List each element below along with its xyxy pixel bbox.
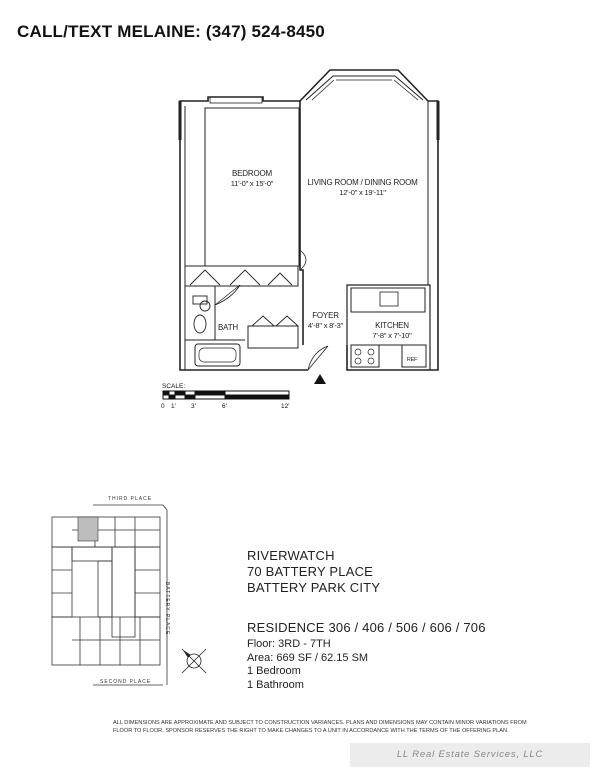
kitchen-dims: 7'-8" x 7'-10" xyxy=(372,331,412,340)
disclaimer-line-1: ALL DIMENSIONS ARE APPROXIMATE AND SUBJE… xyxy=(113,720,527,726)
building-address: 70 BATTERY PLACE xyxy=(247,564,374,579)
unit-highlight xyxy=(77,516,99,542)
unit-details: Floor: 3RD - 7TH Area: 669 SF / 62.15 SM… xyxy=(247,638,368,692)
scale-bar xyxy=(162,390,290,400)
scale-tick-6: 6' xyxy=(222,403,227,410)
building-name: RIVERWATCH xyxy=(247,548,335,563)
residence-heading: RESIDENCE 306 / 406 / 506 / 606 / 706 xyxy=(247,620,486,635)
area-detail: Area: 669 SF / 62.15 SM xyxy=(247,651,369,664)
scale-tick-1: 1' xyxy=(171,403,176,410)
ref-label: REF xyxy=(406,357,418,363)
second-place-label: SECOND PLACE xyxy=(100,679,152,685)
plan-walls xyxy=(178,69,440,371)
compass-icon xyxy=(181,648,207,674)
bathroom-count: 1 Bathroom xyxy=(247,678,304,691)
third-place-label: THIRD PLACE xyxy=(108,496,153,502)
living-room-dims: 12'-0" x 19'-11" xyxy=(339,188,386,197)
contact-heading: CALL/TEXT MELAINE: (347) 524-8450 xyxy=(17,22,325,41)
foyer-dims: 4'-8" x 8'-3" xyxy=(307,321,344,330)
building-info: RIVERWATCH 70 BATTERY PLACE BATTERY PARK… xyxy=(247,548,380,596)
floor-detail: Floor: 3RD - 7TH xyxy=(247,638,331,650)
building-area: BATTERY PARK CITY xyxy=(247,580,381,595)
foyer-label: FOYER 4'-8" x 8'-3" xyxy=(298,311,353,331)
battery-place-label: BATTERY PLACE xyxy=(164,582,170,636)
kitchen-name: KITCHEN xyxy=(375,321,409,330)
living-room-label: LIVING ROOM / DINING ROOM 12'-0" x 19'-1… xyxy=(300,178,425,198)
site-plan xyxy=(51,504,168,686)
disclaimer-line-2: FLOOR TO FLOOR. SPONSOR RESERVES THE RIG… xyxy=(113,727,509,734)
kitchen-label: KITCHEN 7'-8" x 7'-10" xyxy=(362,321,422,341)
bath-label: BATH xyxy=(218,323,238,332)
scale-tick-3: 3' xyxy=(191,403,196,410)
disclaimer: ALL DIMENSIONS ARE APPROXIMATE AND SUBJE… xyxy=(113,720,543,735)
scale-tick-12: 12' xyxy=(281,403,290,410)
foyer-name: FOYER xyxy=(312,311,339,320)
bedroom-count: 1 Bedroom xyxy=(247,665,301,677)
bedroom-dims: 11'-0" x 15'-0" xyxy=(230,179,274,188)
living-room-name: LIVING ROOM / DINING ROOM xyxy=(307,178,418,187)
scale-label: SCALE: xyxy=(162,383,186,390)
watermark: LL Real Estate Services, LLC xyxy=(350,743,590,767)
bedroom-label: BEDROOM 11'-0" x 15'-0" xyxy=(207,169,297,189)
scale-tick-0: 0 xyxy=(161,403,165,410)
bedroom-name: BEDROOM xyxy=(232,169,272,178)
entry-arrow-icon xyxy=(314,374,326,384)
